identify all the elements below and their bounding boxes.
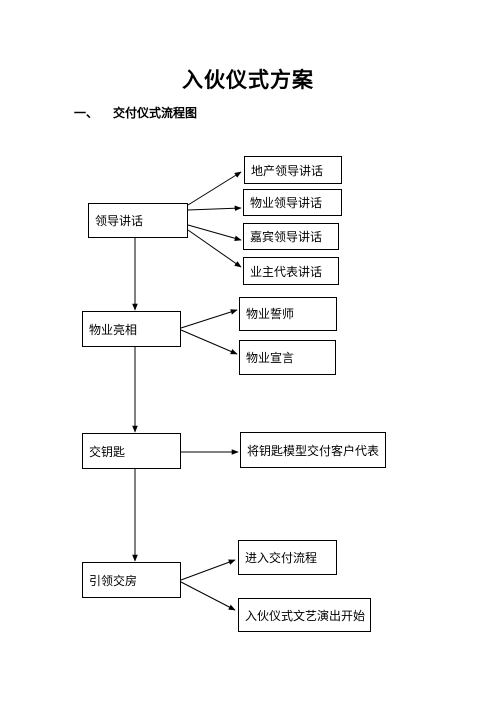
branch-box: 将钥匙模型交付客户代表 bbox=[240, 432, 386, 468]
branch-label: 物业誓师 bbox=[246, 307, 295, 321]
branch-arrow-2-2 bbox=[180, 329, 238, 355]
branch-arrow-4-2 bbox=[180, 581, 236, 611]
branch-box: 入伙仪式文艺演出开始 bbox=[238, 598, 371, 632]
branch-box: 业主代表讲话 bbox=[243, 257, 339, 285]
step-label: 领导讲话 bbox=[95, 214, 144, 228]
branch-label: 业主代表讲话 bbox=[250, 264, 323, 279]
branch-arrow-1-2 bbox=[187, 205, 242, 212]
step-box-key-handover: 交钥匙 bbox=[82, 433, 181, 469]
section-title: 交付仪式流程图 bbox=[113, 106, 198, 120]
branch-box: 物业宣言 bbox=[239, 340, 336, 375]
step-box-lead-handover: 引领交房 bbox=[82, 562, 181, 598]
branch-label: 物业宣言 bbox=[246, 351, 295, 365]
branch-arrow-1-1 bbox=[187, 171, 242, 206]
branch-box: 物业领导讲话 bbox=[243, 189, 342, 216]
branch-label: 将钥匙模型交付客户代表 bbox=[247, 443, 380, 458]
branch-label: 进入交付流程 bbox=[245, 551, 318, 565]
branch-arrow-1-4 bbox=[187, 229, 242, 268]
section-number: 一、 bbox=[74, 106, 99, 120]
branch-arrow-1-3 bbox=[187, 224, 242, 241]
page-title: 入伙仪式方案 bbox=[182, 68, 314, 92]
step-label: 引领交房 bbox=[89, 573, 138, 588]
branch-label: 嘉宾领导讲话 bbox=[250, 230, 323, 244]
branch-box: 地产领导讲话 bbox=[244, 156, 342, 184]
step-label: 交钥匙 bbox=[89, 444, 126, 459]
step-box-property-debut: 物业亮相 bbox=[82, 311, 181, 347]
step-box-leader-speech: 领导讲话 bbox=[88, 203, 188, 238]
branch-box: 进入交付流程 bbox=[238, 540, 337, 575]
branch-box: 物业誓师 bbox=[239, 297, 337, 331]
branch-box: 嘉宾领导讲话 bbox=[243, 223, 339, 250]
branch-arrow-4-1 bbox=[180, 559, 236, 581]
branch-label: 物业领导讲话 bbox=[250, 196, 323, 210]
step-label: 物业亮相 bbox=[89, 322, 138, 337]
branch-label: 地产领导讲话 bbox=[251, 163, 324, 178]
branch-label: 入伙仪式文艺演出开始 bbox=[245, 608, 366, 623]
branch-arrow-2-1 bbox=[180, 309, 238, 329]
